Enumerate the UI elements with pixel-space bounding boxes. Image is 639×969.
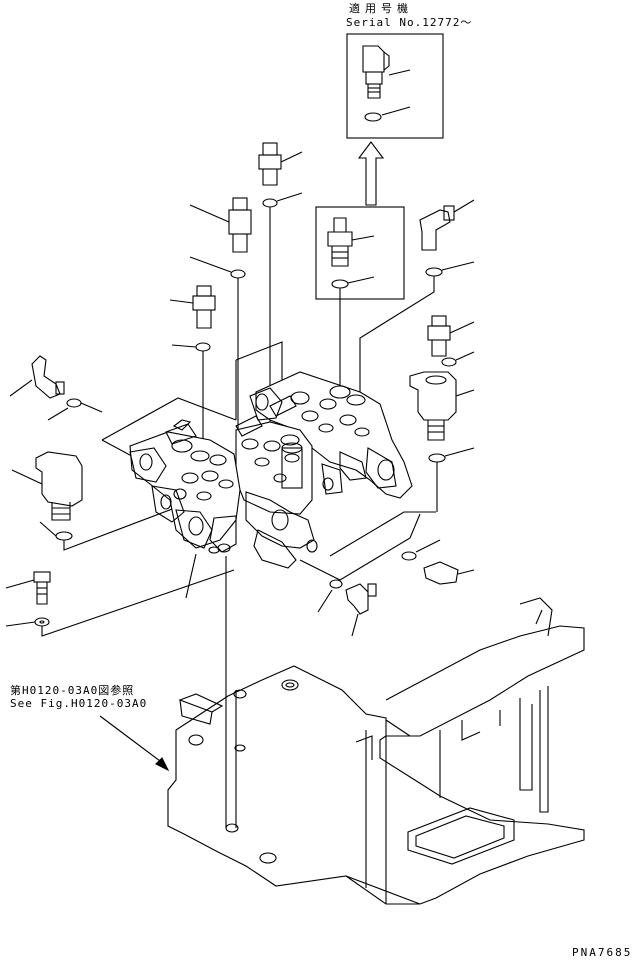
reference-label-en: See Fig.H0120-03A0 [10, 697, 148, 710]
upgrade-arrow [357, 141, 385, 206]
elbow-fitting-top-right [359, 199, 475, 400]
elbow-fitting-left [9, 355, 103, 421]
solenoid-valve-right [409, 371, 475, 512]
reference-arrow [99, 715, 170, 772]
reference-label-jp: 第H0120-03A0図参照 [10, 684, 135, 697]
fitting-bottom-right [401, 539, 475, 585]
drawing-code-label: PNA7685 [572, 946, 633, 959]
fitting-right [427, 315, 475, 367]
original-detail-box [315, 206, 405, 400]
fitting-top-left [189, 197, 252, 430]
fitting-left [169, 285, 216, 450]
solenoid-valve-left [11, 451, 197, 551]
serial-title-label: 適用号機 [349, 2, 413, 15]
serial-detail-box [346, 33, 444, 139]
floor-frame [167, 597, 585, 905]
elbow-fitting-bottom [317, 579, 377, 637]
bolt-left [5, 569, 235, 637]
leader-lines [185, 553, 237, 828]
serial-number-label: Serial No.12772～ [346, 16, 473, 29]
control-valve-assembly [101, 341, 436, 581]
